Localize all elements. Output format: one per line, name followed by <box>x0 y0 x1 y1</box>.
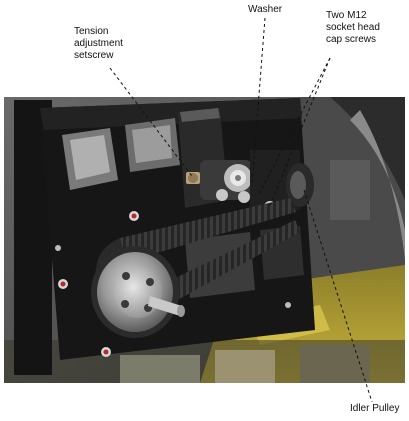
drive-pulley <box>91 246 185 338</box>
photo-area <box>4 97 405 383</box>
label-idler-pulley: Idler Pulley <box>350 403 400 414</box>
label-washer: Washer <box>248 4 283 15</box>
leader-idler <box>303 189 373 403</box>
leader-tension <box>109 67 193 177</box>
label-tension-adjustment-setscrew: Tension adjustment setscrew <box>74 26 123 61</box>
leader-washer <box>251 17 266 185</box>
label-socket-head-cap-screws: Two M12 socket head cap screws <box>326 10 380 45</box>
tension-assembly <box>186 150 314 213</box>
leader-screw-1 <box>257 57 331 197</box>
callout-leaders <box>109 17 373 403</box>
leader-screw-2 <box>269 57 331 207</box>
background-machinery <box>300 97 405 297</box>
